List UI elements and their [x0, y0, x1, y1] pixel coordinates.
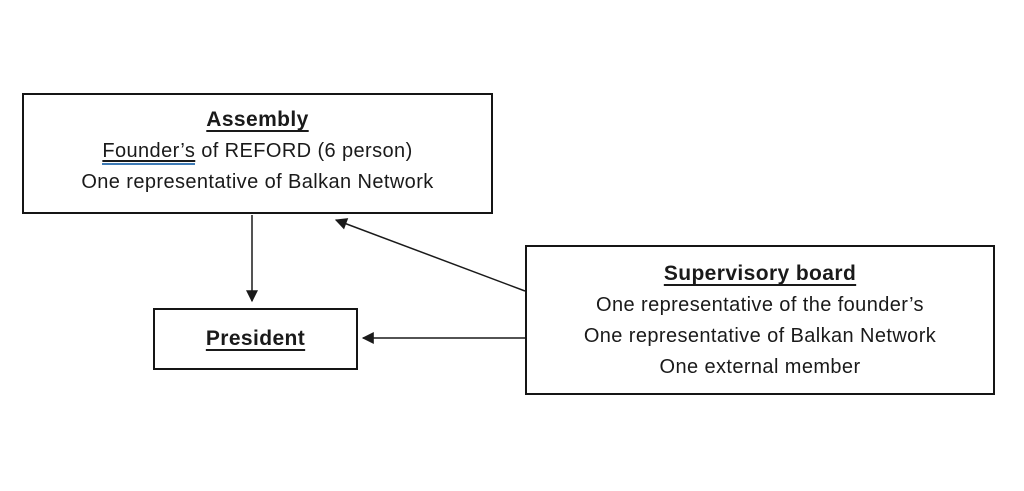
assembly-line-2: One representative of Balkan Network: [81, 171, 434, 193]
president-node: President: [153, 308, 358, 370]
assembly-line-1-rest: of REFORD (6 person): [195, 140, 413, 162]
founders-double-underlined-text: Founder’s: [102, 140, 196, 165]
assembly-node: Assembly Founder’s of REFORD (6 person) …: [22, 93, 493, 214]
president-title: President: [205, 327, 306, 350]
supervisory-board-node: Supervisory board One representative of …: [525, 245, 995, 395]
supervisory-line-2: One representative of Balkan Network: [583, 325, 937, 347]
assembly-title: Assembly: [206, 108, 309, 131]
arrow-supervisory-to-assembly: [334, 218, 526, 292]
supervisory-line-3: One external member: [659, 356, 861, 378]
supervisory-board-title: Supervisory board: [663, 262, 857, 285]
assembly-line-1: Founder’s of REFORD (6 person): [24, 136, 491, 167]
supervisory-line-1: One representative of the founder’s: [596, 294, 924, 316]
